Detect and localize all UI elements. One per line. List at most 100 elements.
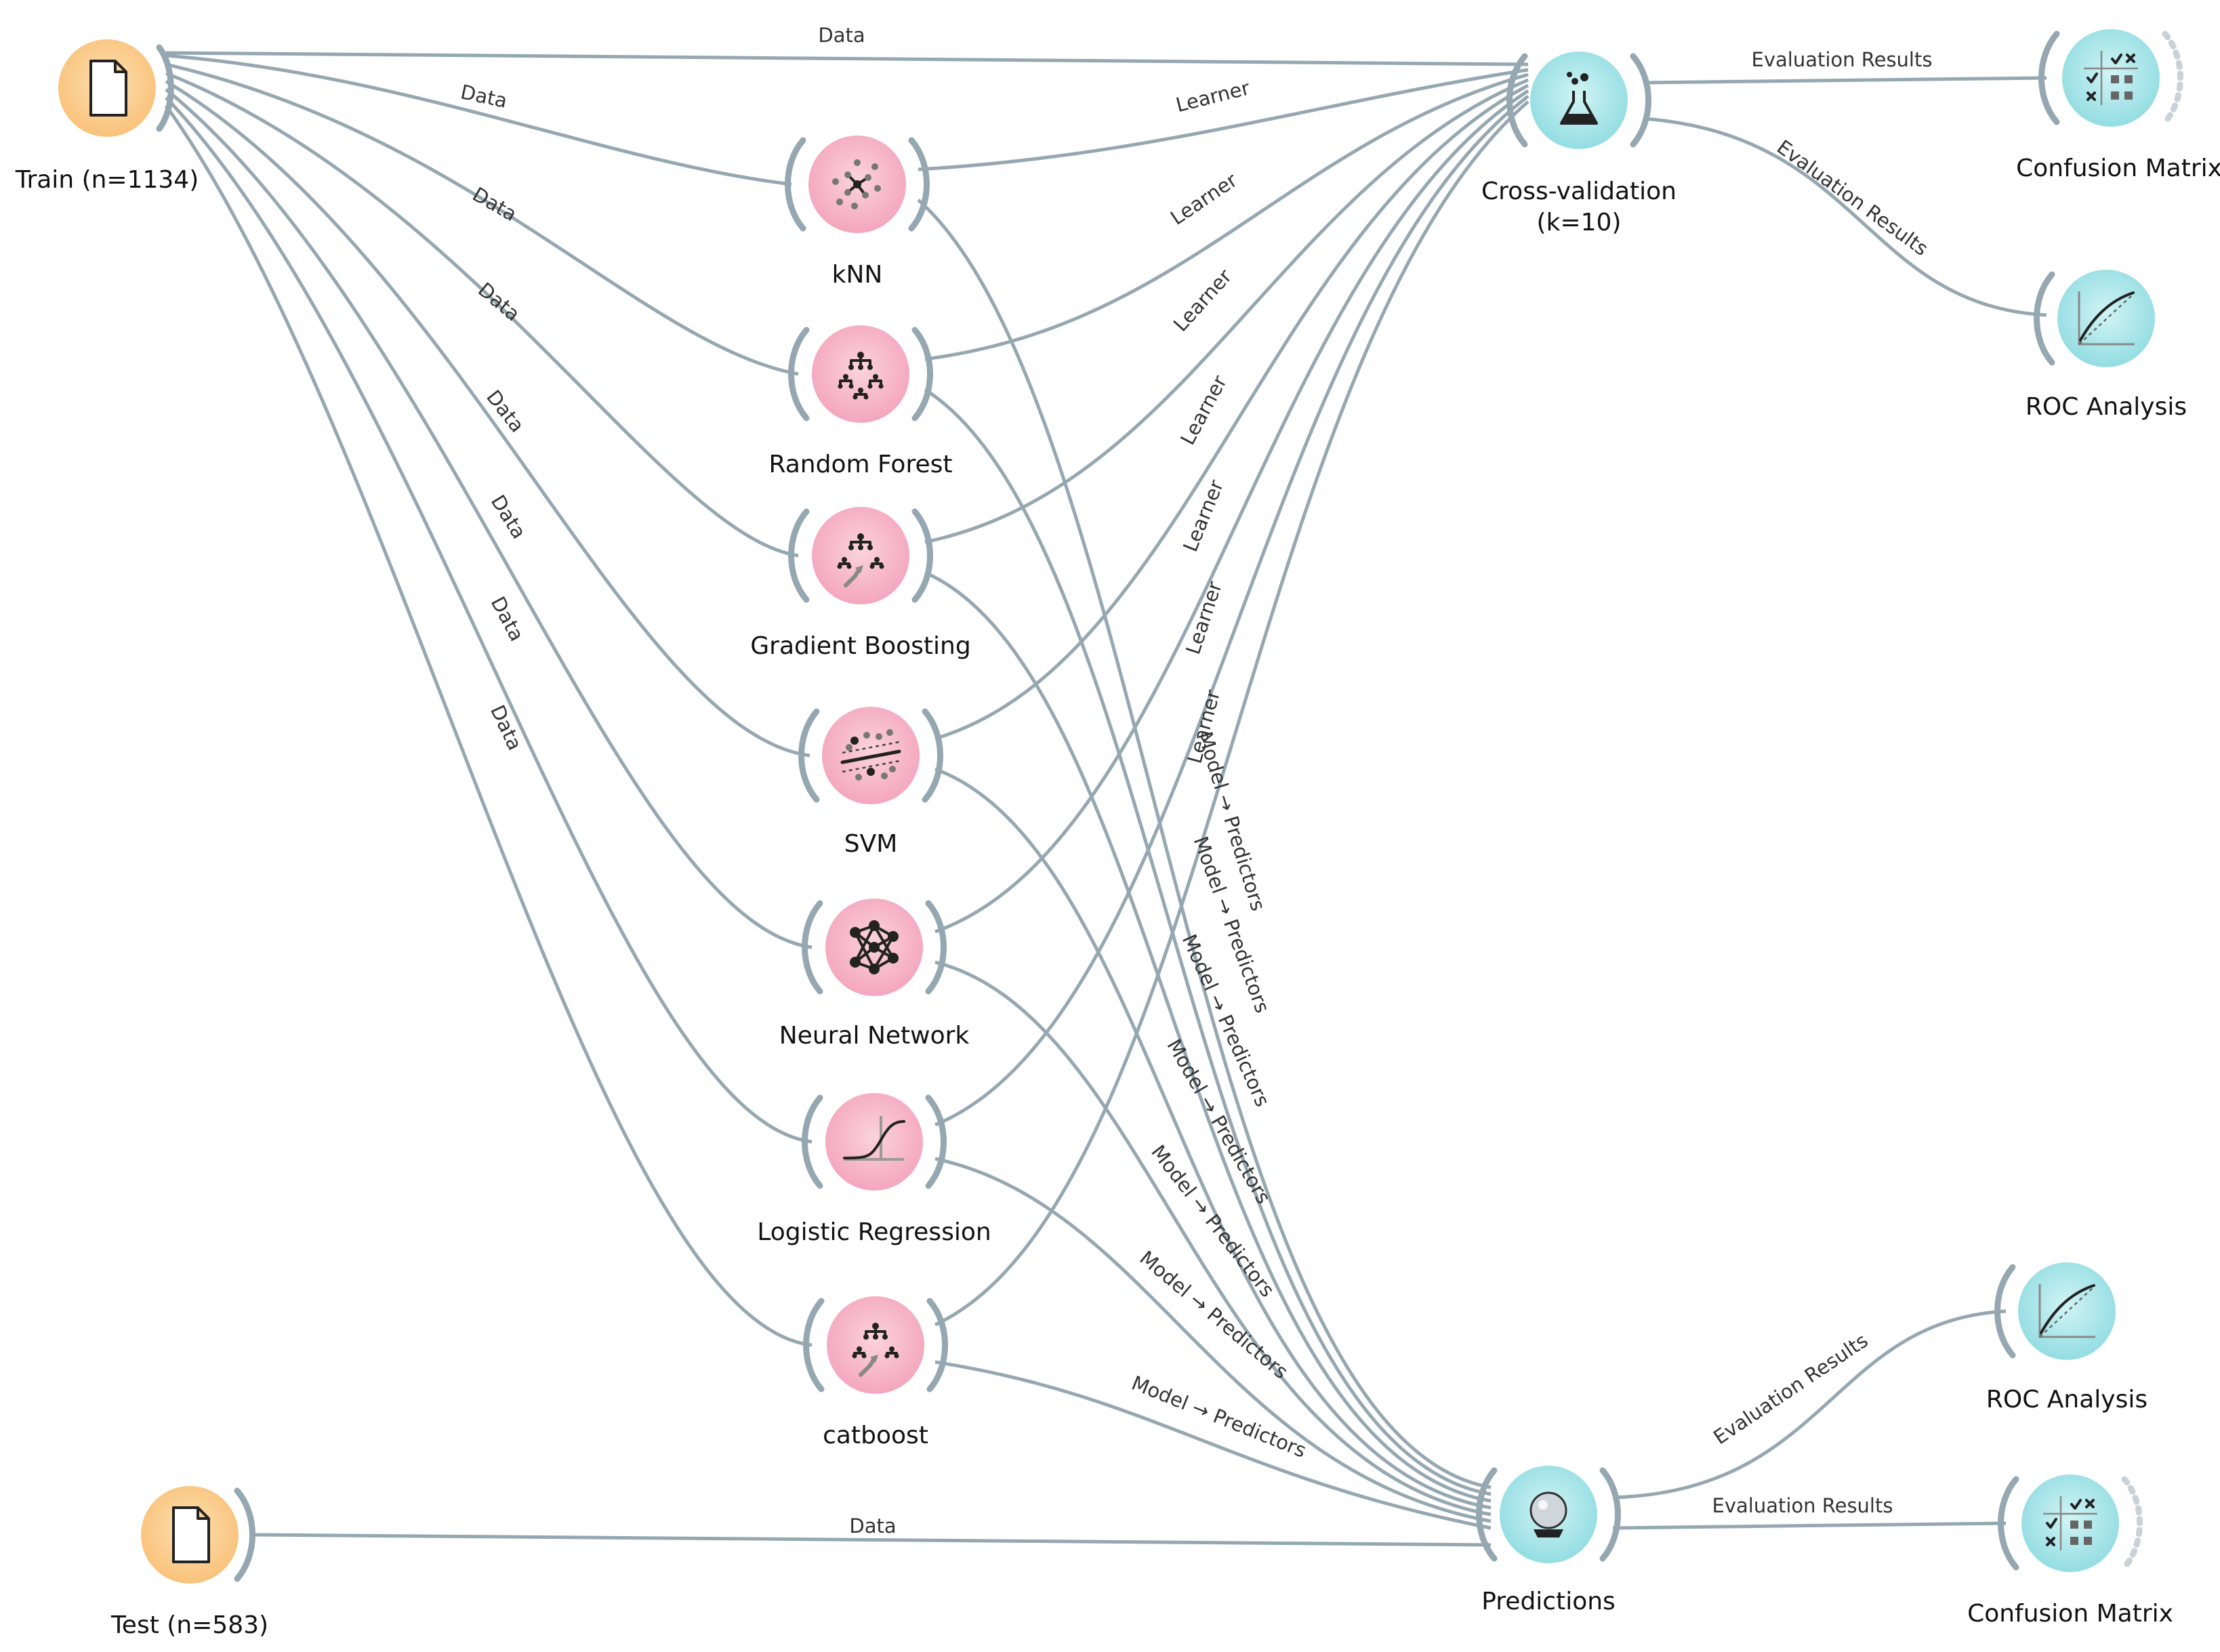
node-predictions[interactable]: Predictions — [1476, 1466, 1621, 1615]
node-logistic-regression[interactable]: Logistic Regression — [757, 1093, 991, 1246]
input-anchor[interactable] — [802, 900, 823, 995]
link-test-to-predictions[interactable] — [253, 1533, 1492, 1547]
link-train-to-knn[interactable] — [165, 54, 792, 186]
node-roc-analysis-bottom[interactable]: ROC Analysis — [1986, 1262, 2147, 1413]
output-anchor[interactable] — [234, 1487, 255, 1582]
node-svm[interactable]: SVM — [798, 707, 943, 858]
output-anchor-inactive — [2121, 1476, 2143, 1571]
output-anchor[interactable] — [911, 508, 933, 603]
output-anchor-inactive — [2162, 30, 2183, 125]
link-random-forest-to-predictions[interactable] — [924, 388, 1492, 1496]
gradient-boosting-icon — [837, 533, 884, 587]
input-anchor[interactable] — [788, 508, 810, 603]
link-crossvalidation-to-roc-analysis[interactable] — [1643, 117, 2047, 317]
node-title: ROC Analysis — [2026, 393, 2187, 421]
node-gradient-boosting[interactable]: Gradient Boosting — [750, 507, 971, 660]
output-anchor[interactable] — [1599, 1467, 1621, 1562]
output-anchor[interactable] — [922, 708, 943, 803]
node-title: Train (n=1134) — [15, 166, 199, 194]
input-anchor[interactable] — [1998, 1476, 2019, 1571]
confusion-matrix-icon — [2084, 51, 2138, 105]
roc-curve-icon — [2038, 1284, 2095, 1338]
input-anchor[interactable] — [798, 708, 820, 803]
node-knn[interactable]: kNN — [785, 136, 930, 289]
input-anchor[interactable] — [1994, 1264, 2016, 1359]
node-test-file[interactable]: Test (n=583) — [110, 1486, 268, 1639]
node-confusion-matrix-bottom[interactable]: Confusion Matrix — [1967, 1474, 2173, 1628]
node-title: SVM — [844, 830, 898, 858]
node-title-line2: (k=10) — [1537, 209, 1622, 236]
output-anchor[interactable] — [1630, 53, 1651, 148]
link-train-to-logistic-regression[interactable] — [165, 96, 813, 1144]
node-title: Confusion Matrix — [1967, 1600, 2173, 1628]
output-anchor[interactable] — [911, 327, 933, 421]
link-label-learner: Learner — [1166, 169, 1241, 230]
input-anchor[interactable] — [2034, 271, 2055, 366]
link-label-data: Data — [482, 386, 529, 437]
confusion-matrix-icon — [2043, 1496, 2097, 1550]
node-neural-network[interactable]: Neural Network — [779, 899, 970, 1050]
link-label-learner: Learner — [1174, 76, 1252, 117]
link-train-to-random-forest[interactable] — [165, 62, 799, 376]
link-label-evaluation-results: Evaluation Results — [1709, 1329, 1872, 1449]
link-label-learner: Learner — [1178, 476, 1228, 555]
link-random-forest-to-crossvalidation[interactable] — [924, 73, 1529, 361]
link-train-to-svm[interactable] — [165, 79, 810, 758]
link-svm-to-predictions[interactable] — [934, 767, 1492, 1510]
node-title: Neural Network — [779, 1022, 970, 1050]
link-gradient-boosting-to-predictions[interactable] — [924, 571, 1492, 1503]
node-train-file[interactable]: Train (n=1134) — [15, 39, 199, 194]
input-anchor[interactable] — [803, 1298, 825, 1392]
node-title: Confusion Matrix — [2016, 154, 2220, 182]
link-predictions-to-confusion-matrix[interactable] — [1612, 1521, 2007, 1530]
link-train-to-catboost[interactable] — [164, 104, 813, 1347]
link-label-evaluation-results: Evaluation Results — [1773, 136, 1933, 260]
link-gradient-boosting-to-crossvalidation[interactable] — [924, 78, 1529, 544]
link-logistic-regression-to-predictions[interactable] — [934, 1157, 1492, 1523]
link-catboost-to-crossvalidation[interactable] — [934, 100, 1529, 1327]
output-anchor[interactable] — [926, 1298, 948, 1392]
link-logistic-regression-to-crossvalidation[interactable] — [934, 95, 1529, 1127]
input-anchor[interactable] — [1506, 53, 1528, 148]
output-anchor[interactable] — [925, 900, 947, 995]
flask-icon — [1560, 72, 1598, 125]
link-predictions-to-roc-analysis[interactable] — [1612, 1309, 2007, 1500]
node-confusion-matrix-top[interactable]: Confusion Matrix — [2016, 29, 2220, 182]
link-crossvalidation-to-confusion-matrix[interactable] — [1643, 76, 2047, 85]
link-train-to-gradient-boosting[interactable] — [165, 71, 799, 558]
link-svm-to-crossvalidation[interactable] — [934, 83, 1529, 741]
output-anchor[interactable] — [156, 44, 174, 132]
node-cross-validation[interactable]: Cross-validation (k=10) — [1481, 51, 1677, 236]
node-roc-analysis-top[interactable]: ROC Analysis — [2026, 270, 2187, 421]
link-knn-to-crossvalidation[interactable] — [918, 68, 1529, 171]
link-label-data: Data — [849, 1514, 896, 1537]
node-catboost[interactable]: catboost — [803, 1296, 948, 1449]
output-anchor[interactable] — [925, 1094, 947, 1189]
input-anchor[interactable] — [788, 327, 810, 421]
link-knn-to-predictions[interactable] — [917, 199, 1492, 1489]
links — [164, 51, 2047, 1547]
link-neural-network-to-crossvalidation[interactable] — [934, 89, 1529, 934]
neural-network-icon — [850, 920, 899, 974]
output-anchor[interactable] — [908, 137, 930, 232]
input-anchor[interactable] — [785, 137, 806, 232]
link-label-data: Data — [487, 593, 529, 645]
node-title: catboost — [823, 1422, 928, 1449]
link-neural-network-to-predictions[interactable] — [934, 960, 1492, 1516]
node-circle — [812, 507, 909, 604]
node-circle — [2018, 1262, 2116, 1360]
input-anchor[interactable] — [802, 1094, 823, 1189]
link-train-to-neural-network[interactable] — [165, 88, 813, 949]
node-circle — [1530, 51, 1628, 149]
node-circle — [825, 1093, 923, 1191]
file-icon — [89, 60, 127, 117]
input-anchor[interactable] — [1476, 1467, 1498, 1562]
node-random-forest[interactable]: Random Forest — [769, 325, 953, 478]
link-train-to-crossvalidation[interactable] — [165, 51, 1529, 66]
input-anchor[interactable] — [2038, 30, 2060, 125]
link-catboost-to-predictions[interactable] — [934, 1360, 1492, 1530]
node-title-line1: Cross-validation — [1481, 178, 1677, 205]
node-circle — [827, 1296, 924, 1394]
svm-icon — [840, 729, 901, 781]
